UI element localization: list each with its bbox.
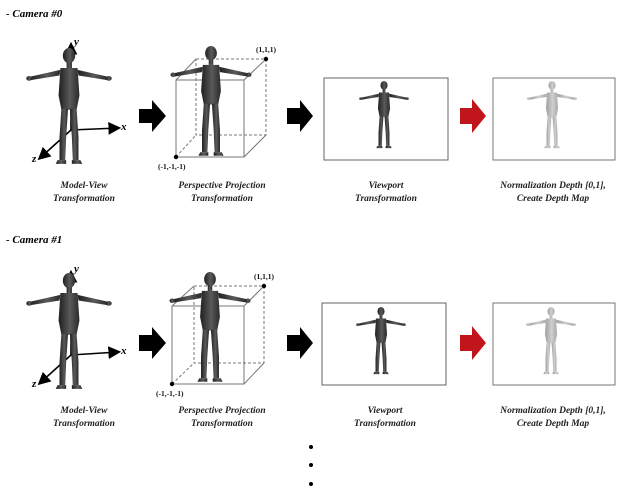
corner-max-label: (1,1,1) (256, 45, 276, 54)
axis-z-label: z (32, 378, 37, 390)
axis-y-label: y (74, 263, 79, 275)
projection-figure-0 (170, 45, 252, 156)
projection-figure-1 (169, 272, 251, 382)
corner-max-label: (1,1,1) (254, 272, 274, 281)
caption-model-view-1: Model-View Transformation (53, 406, 115, 429)
arrow-right-icon (287, 100, 313, 132)
model-view-figure-0 (26, 47, 112, 164)
axis-z-label: z (32, 153, 37, 165)
axis-y-label: y (74, 36, 79, 48)
arrow-right-icon (139, 327, 166, 359)
arrow-right-red-icon (460, 99, 486, 133)
corner-min-label: (-1,-1,-1) (158, 162, 186, 171)
camera-1-row (26, 269, 616, 389)
caption-depth-0: Normalization Depth [0,1], Create Depth … (500, 181, 606, 204)
camera-1-label: - Camera #1 (6, 234, 63, 246)
caption-viewport-0: Viewport Transformation (355, 181, 417, 204)
caption-viewport-1: Viewport Transformation (354, 406, 416, 429)
arrow-right-icon (139, 100, 166, 132)
caption-projection-0: Perspective Projection Transformation (178, 181, 266, 204)
corner-min-label: (-1,-1,-1) (156, 389, 184, 398)
caption-depth-1: Normalization Depth [0,1], Create Depth … (500, 406, 606, 429)
caption-model-view-0: Model-View Transformation (53, 181, 115, 204)
arrow-right-icon (287, 327, 313, 359)
camera-0-label: - Camera #0 (6, 8, 63, 20)
caption-projection-1: Perspective Projection Transformation (178, 406, 266, 429)
camera-0-row (26, 41, 616, 164)
corner-max-dot (261, 283, 267, 289)
model-view-figure-1 (26, 273, 112, 389)
arrow-right-red-icon (460, 326, 486, 360)
axis-x-label: x (121, 345, 127, 357)
corner-min-dot (169, 381, 175, 387)
model-view-axes-1 (37, 269, 122, 386)
corner-max-dot (263, 56, 269, 62)
model-view-axes-0 (37, 41, 122, 161)
axis-x-label: x (121, 121, 127, 133)
corner-min-dot (173, 154, 179, 160)
continuation-dots (309, 445, 313, 486)
